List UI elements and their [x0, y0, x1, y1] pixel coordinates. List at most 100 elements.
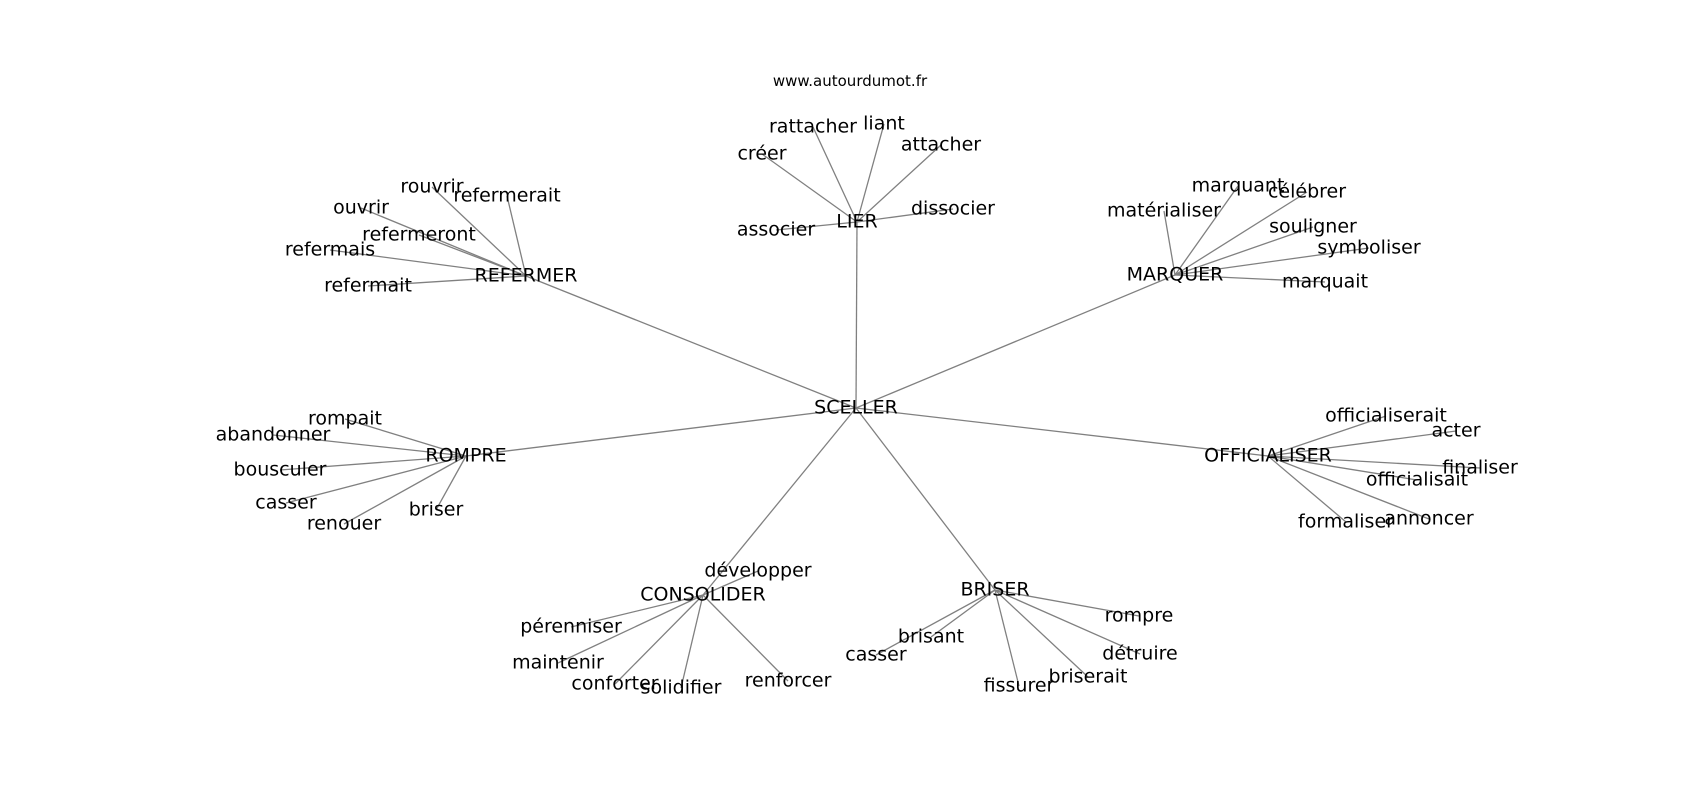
edge-center-to-hub	[855, 274, 1176, 409]
leaf-word: rompre	[1105, 605, 1174, 627]
leaf-word: refermais	[285, 239, 375, 261]
edge-hub-to-leaf	[1174, 247, 1370, 276]
edge-hub-to-leaf	[994, 589, 1140, 617]
leaf-word: fissurer	[984, 675, 1055, 697]
leaf-word: développer	[704, 560, 811, 582]
edge-hub-to-leaf	[1267, 455, 1347, 523]
leaf-word: casser	[845, 644, 907, 666]
edge-hub-to-leaf	[614, 594, 704, 685]
leaf-word: détruire	[1102, 643, 1177, 665]
edge-hub-to-leaf	[761, 153, 858, 223]
leaf-word: finaliser	[1442, 457, 1518, 479]
leaf-word: brisant	[898, 626, 964, 648]
edge-hub-to-leaf	[1174, 274, 1326, 283]
leaf-word: briser	[409, 499, 464, 521]
leaf-word: attacher	[901, 134, 981, 156]
edge-hub-to-leaf	[343, 455, 467, 525]
edge-hub-to-leaf	[1163, 210, 1176, 276]
edge-center-to-hub	[702, 407, 857, 596]
leaf-word: solidifier	[641, 677, 722, 699]
leaf-word: dissocier	[911, 198, 995, 220]
edge-hub-to-leaf	[272, 434, 467, 457]
leaf-word: acter	[1431, 420, 1480, 442]
edge-hub-to-leaf	[1267, 455, 1430, 520]
leaf-word: officialisait	[1366, 469, 1468, 491]
leaf-word: maintenir	[512, 652, 604, 674]
edge-center-to-hub	[855, 407, 996, 591]
leaf-word: refermerait	[453, 185, 560, 207]
edge-hub-to-leaf	[344, 418, 467, 457]
edge-hub-to-leaf	[994, 589, 1089, 678]
leaf-word: conforter	[571, 673, 658, 695]
edge-hub-to-leaf	[930, 589, 996, 638]
edge-hub-to-leaf	[812, 126, 858, 223]
leaf-word: associer	[737, 219, 815, 241]
leaf-word: abandonner	[216, 424, 331, 446]
leaf-word: marquant	[1192, 175, 1285, 197]
edge-hub-to-leaf	[1174, 185, 1239, 276]
leaf-word: renforcer	[745, 670, 832, 692]
edge-hub-to-leaf	[875, 589, 996, 656]
edge-hub-to-leaf	[506, 195, 527, 277]
edge-hub-to-leaf	[856, 123, 885, 223]
edge-hub-to-leaf	[856, 208, 954, 223]
edge-hub-to-leaf	[360, 207, 527, 277]
leaf-word: ouvrir	[333, 197, 389, 219]
edge-hub-to-leaf	[279, 455, 467, 471]
edge-hub-to-leaf	[367, 275, 527, 287]
hub-word: ROMPRE	[425, 445, 506, 467]
hub-word: CONSOLIDER	[640, 584, 765, 606]
leaf-word: créer	[737, 143, 786, 165]
leaf-word: bousculer	[234, 459, 327, 481]
leaf-word: célébrer	[1268, 181, 1346, 203]
leaf-word: briserait	[1049, 666, 1128, 688]
edge-hub-to-leaf	[570, 594, 704, 628]
edge-center-to-hub	[465, 407, 857, 457]
edge-hub-to-leaf	[1267, 455, 1418, 481]
leaf-word: liant	[863, 113, 905, 135]
center-word: SCELLER	[814, 397, 898, 419]
edge-hub-to-leaf	[1267, 455, 1481, 469]
edge-hub-to-leaf	[431, 186, 527, 277]
leaf-word: rouvrir	[400, 176, 463, 198]
hub-word: LIER	[836, 211, 877, 233]
edge-hub-to-leaf	[702, 570, 759, 596]
edge-hub-to-leaf	[285, 455, 467, 504]
edge-hub-to-leaf	[329, 249, 527, 277]
edge-hub-to-leaf	[435, 455, 467, 511]
edge-hub-to-leaf	[775, 221, 858, 231]
leaf-word: marquait	[1282, 271, 1368, 293]
graph-edges	[272, 123, 1481, 689]
leaf-word: rattacher	[769, 116, 857, 138]
hub-word: REFERMER	[475, 265, 578, 287]
leaf-word: formaliser	[1298, 511, 1394, 533]
watermark: www.autourdumot.fr	[772, 72, 928, 90]
leaf-word: refermeront	[362, 224, 476, 246]
hub-word: OFFICIALISER	[1204, 445, 1332, 467]
graph-labels: rattacher liant créer attacher dissocier asso…	[216, 113, 1518, 699]
edge-hub-to-leaf	[994, 589, 1020, 687]
edge-center-to-hub	[525, 275, 857, 409]
edge-hub-to-leaf	[1267, 415, 1387, 457]
leaf-word: souligner	[1269, 216, 1357, 238]
leaf-word: casser	[255, 492, 317, 514]
edge-hub-to-leaf	[994, 589, 1141, 655]
leaf-word: matérialiser	[1107, 200, 1221, 222]
leaf-word: rompait	[308, 408, 382, 430]
leaf-word: annoncer	[1384, 508, 1474, 530]
edge-hub-to-leaf	[418, 234, 527, 277]
edge-hub-to-leaf	[557, 594, 704, 664]
leaf-word: refermait	[324, 275, 412, 297]
leaf-word: pérenniser	[520, 616, 622, 638]
edge-hub-to-leaf	[856, 144, 942, 223]
hub-word: BRISER	[960, 579, 1029, 601]
leaf-word: symboliser	[1317, 237, 1420, 259]
leaf-word: renouer	[307, 513, 381, 535]
edge-hub-to-leaf	[680, 594, 704, 689]
edge-hub-to-leaf	[1174, 191, 1308, 276]
edge-center-to-hub	[855, 221, 858, 409]
edge-center-to-hub	[855, 407, 1269, 457]
edge-hub-to-leaf	[702, 594, 789, 682]
edge-hub-to-leaf	[1267, 430, 1457, 457]
